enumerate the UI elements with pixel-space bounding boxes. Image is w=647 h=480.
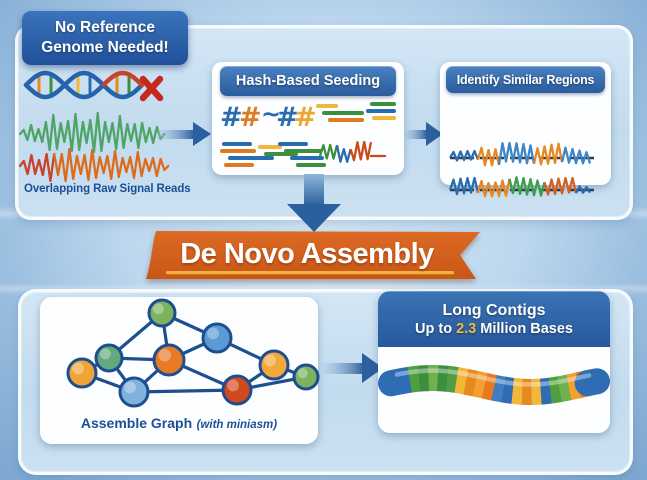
arrow-right-icon bbox=[158, 122, 211, 146]
badge-line2: Genome Needed! bbox=[41, 39, 169, 56]
arrow-down-icon bbox=[287, 174, 341, 232]
svg-text:#: # bbox=[220, 102, 243, 133]
identify-regions-title: Identify Similar Regions bbox=[446, 66, 605, 93]
contigs-title-line2: Up to 2.3 Million Bases bbox=[378, 321, 610, 337]
de-novo-assembly-ribbon: De Novo Assembly bbox=[142, 228, 484, 284]
raw-signal-wave-green bbox=[18, 111, 166, 154]
x-mark-icon bbox=[139, 75, 164, 102]
similar-regions-signals bbox=[448, 141, 600, 198]
contig-worm-illustration bbox=[378, 365, 610, 405]
ribbon-shape bbox=[146, 231, 480, 279]
svg-text:~: ~ bbox=[261, 100, 281, 128]
contigs-suffix: Million Bases bbox=[476, 320, 573, 337]
hash-seeding-card: Hash-Based Seeding ##~## bbox=[212, 62, 404, 175]
hash-seeding-illustration: ##~## bbox=[220, 100, 396, 167]
contigs-prefix: Up to bbox=[415, 320, 457, 337]
assemble-graph-card: Assemble Graph (with miniasm) bbox=[40, 297, 320, 444]
hash-seeding-title: Hash-Based Seeding bbox=[220, 66, 396, 96]
long-contigs-header: Long Contigs Up to 2.3 Million Bases bbox=[378, 291, 610, 347]
assemble-graph-label: Assemble Graph (with miniasm) bbox=[40, 415, 318, 433]
ribbon-title: De Novo Assembly bbox=[180, 237, 434, 270]
badge-line1: No Reference bbox=[55, 18, 155, 36]
assembly-graph-illustration bbox=[66, 298, 320, 408]
ribbon-underline bbox=[166, 271, 454, 275]
graph-label-note: (with miniasm) bbox=[196, 419, 278, 431]
dna-helix-icon bbox=[23, 70, 145, 100]
svg-text:#: # bbox=[294, 102, 317, 133]
arrow-right-icon bbox=[322, 353, 383, 383]
graph-label-main: Assemble Graph bbox=[80, 415, 193, 431]
long-contigs-card: Long Contigs Up to 2.3 Million Bases bbox=[378, 291, 610, 433]
svg-text:#: # bbox=[239, 102, 262, 133]
no-reference-badge: No Reference Genome Needed! bbox=[22, 11, 188, 65]
svg-text:#: # bbox=[276, 102, 299, 133]
contigs-title-line1: Long Contigs bbox=[442, 301, 546, 319]
raw-signal-wave-orange bbox=[18, 147, 170, 183]
arrow-right-icon bbox=[404, 122, 443, 146]
identify-regions-card: Identify Similar Regions bbox=[440, 62, 611, 198]
contigs-value: 2.3 bbox=[456, 320, 477, 337]
reads-label: Overlapping Raw Signal Reads bbox=[24, 183, 191, 195]
